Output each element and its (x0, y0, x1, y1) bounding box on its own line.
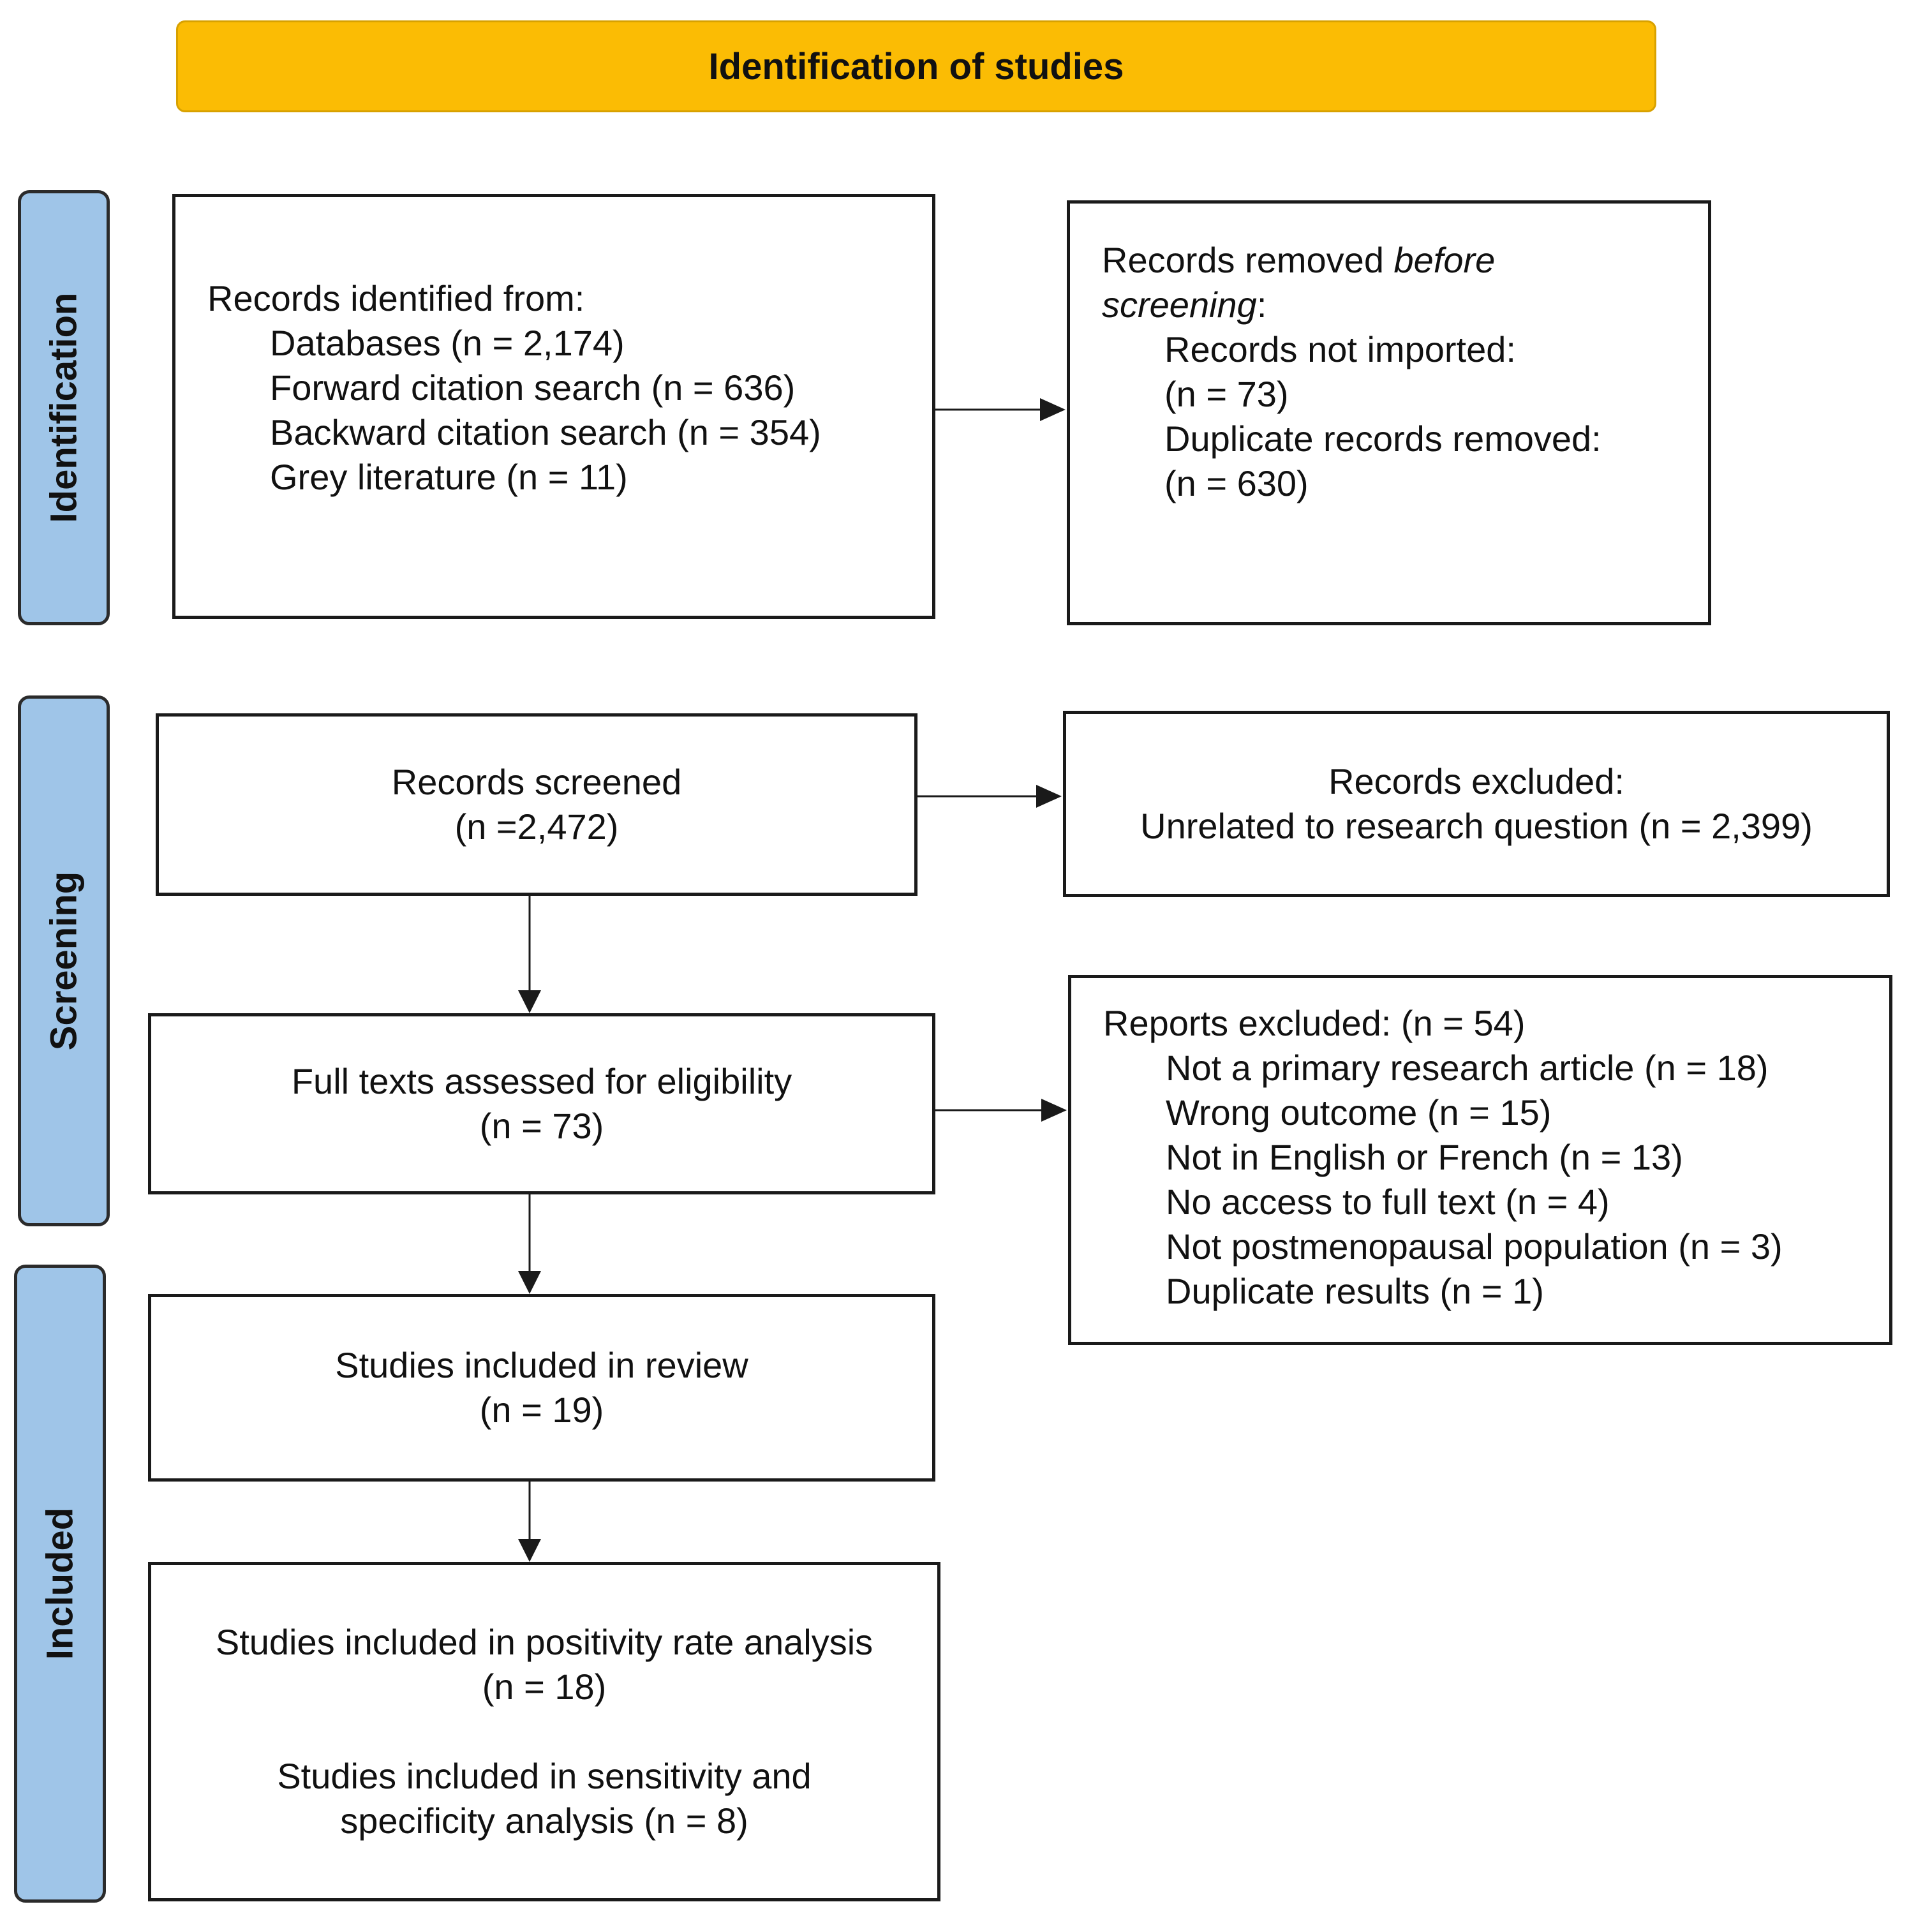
phase-identification: Identification (18, 190, 110, 625)
heading-suffix: : (1256, 285, 1267, 325)
records-screened-count: (n =2,472) (454, 806, 619, 847)
arrowhead-right (1040, 398, 1066, 421)
records-excluded-detail: Unrelated to research question (n = 2,39… (1140, 806, 1813, 846)
analysis-box: Studies included in positivity rate anal… (148, 1562, 940, 1901)
records-removed-heading: Records removed before (1102, 238, 1708, 283)
records-identified-list: Databases (n = 2,174) Forward citation s… (207, 321, 932, 500)
identification-header: Identification of studies (176, 20, 1656, 112)
positivity-label: Studies included in positivity rate anal… (215, 1622, 873, 1662)
reports-excluded-item: No access to full text (n = 4) (1166, 1182, 1610, 1222)
reports-excluded-item: Not postmenopausal population (n = 3) (1166, 1226, 1783, 1267)
not-imported-label: Records not imported: (1164, 329, 1516, 369)
heading-italic-before: before (1393, 240, 1496, 280)
reports-excluded-box: Reports excluded: (n = 54) Not a primary… (1068, 975, 1892, 1345)
phase-included: Included (14, 1265, 106, 1903)
reports-excluded-item: Not in English or French (n = 13) (1166, 1137, 1683, 1177)
heading-prefix: Records removed (1102, 240, 1394, 280)
studies-included-box: Studies included in review (n = 19) (148, 1294, 935, 1482)
records-identified-item: Backward citation search (n = 354) (270, 412, 821, 452)
positivity-count: (n = 18) (482, 1667, 607, 1707)
reports-excluded-item: Not a primary research article (n = 18) (1166, 1048, 1769, 1088)
records-identified-item: Forward citation search (n = 636) (270, 368, 796, 408)
records-excluded-box: Records excluded: Unrelated to research … (1063, 711, 1890, 897)
arrowhead-right (1036, 785, 1062, 808)
header-title: Identification of studies (708, 45, 1124, 87)
records-removed-heading-cont: screening: (1102, 283, 1708, 327)
sensitivity-line-1: Studies included in sensitivity and (277, 1756, 812, 1796)
records-identified-box: Records identified from: Databases (n = … (172, 194, 935, 619)
full-texts-count: (n = 73) (479, 1106, 604, 1146)
reports-excluded-list: Not a primary research article (n = 18) … (1103, 1046, 1889, 1314)
duplicates-label: Duplicate records removed: (1164, 419, 1601, 459)
arrowhead-down (518, 1539, 541, 1562)
reports-excluded-heading: Reports excluded: (n = 54) (1103, 1003, 1526, 1043)
records-excluded-label: Records excluded: (1328, 761, 1624, 801)
arrowhead-down (518, 990, 541, 1013)
records-screened-box: Records screened (n =2,472) (156, 713, 917, 896)
arrowhead-right (1041, 1099, 1067, 1122)
reports-excluded-item: Wrong outcome (n = 15) (1166, 1092, 1552, 1133)
duplicates-count: (n = 630) (1164, 463, 1309, 503)
records-screened-label: Records screened (391, 762, 682, 802)
records-removed-box: Records removed before screening: Record… (1067, 200, 1711, 625)
records-identified-item: Databases (n = 2,174) (270, 323, 625, 363)
heading-italic-screening: screening (1102, 285, 1257, 325)
studies-included-label: Studies included in review (335, 1345, 748, 1385)
records-identified-item: Grey literature (n = 11) (270, 457, 628, 497)
full-texts-box: Full texts assessed for eligibility (n =… (148, 1013, 935, 1194)
reports-excluded-item: Duplicate results (n = 1) (1166, 1271, 1544, 1311)
sensitivity-line-2: specificity analysis (n = 8) (340, 1801, 748, 1841)
records-removed-list: Records not imported: (n = 73) Duplicate… (1102, 327, 1708, 506)
studies-included-count: (n = 19) (479, 1390, 604, 1430)
not-imported-count: (n = 73) (1164, 374, 1289, 414)
phase-screening: Screening (18, 695, 110, 1226)
records-identified-heading: Records identified from: (207, 278, 585, 318)
full-texts-label: Full texts assessed for eligibility (291, 1061, 792, 1101)
arrowhead-down (518, 1271, 541, 1294)
